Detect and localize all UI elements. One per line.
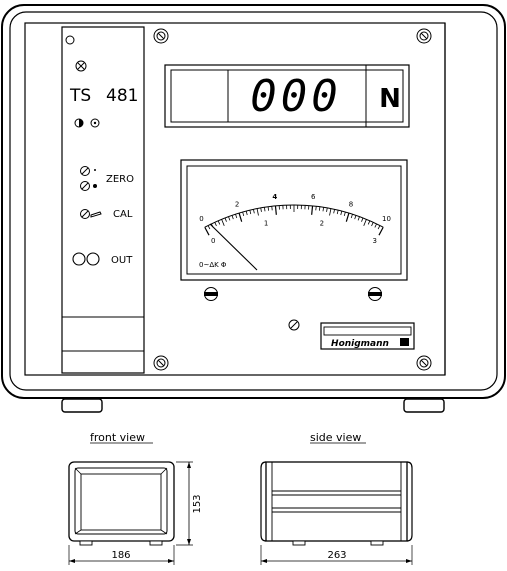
scale-tick <box>327 208 328 212</box>
scale-tick <box>372 222 374 226</box>
front-width-dimension: 186 <box>111 550 130 561</box>
front-view: front view 153 186 <box>69 431 203 565</box>
scale-tick <box>229 217 230 221</box>
scale-tick <box>205 227 209 235</box>
scale-label-lower: 3 <box>373 237 377 245</box>
screw-icon <box>154 29 168 43</box>
scale-tick <box>358 217 359 221</box>
scale-tick <box>275 206 276 215</box>
scale-tick <box>222 219 225 225</box>
scale-tick <box>257 209 258 216</box>
side-width-dimension: 263 <box>327 550 346 561</box>
scale-tick <box>379 227 383 235</box>
module-release-screw-icon <box>66 36 74 44</box>
model-prefix: TS <box>69 86 91 106</box>
scale-tick <box>261 208 262 212</box>
scale-tick <box>362 218 363 222</box>
brand-name: Honigmann <box>331 339 389 349</box>
zero-trimmer-coarse[interactable] <box>81 182 90 191</box>
output-sockets[interactable] <box>73 253 99 265</box>
meter-marking: 0~ΔK Φ <box>199 261 227 269</box>
zero-label: ZERO <box>106 174 134 185</box>
scale-tick <box>208 226 210 230</box>
brand-plate: Honigmann <box>321 323 414 349</box>
scale-label-upper: 10 <box>382 215 391 223</box>
scale-tick <box>215 222 217 226</box>
scale-tick <box>246 211 247 215</box>
side-view-label: side view <box>310 431 361 444</box>
scale-label-upper: 6 <box>311 193 316 201</box>
screw-icon <box>417 29 431 43</box>
front-view-label: front view <box>90 431 145 444</box>
zero-indicator-dot-small <box>94 169 96 171</box>
side-view: side view 263 <box>261 431 412 565</box>
scale-tick <box>364 219 367 225</box>
cal-label: CAL <box>113 209 133 220</box>
display-digits: 000 <box>250 71 341 122</box>
instrument-housing <box>2 5 505 398</box>
scale-tick <box>334 209 335 213</box>
scale-tick <box>218 221 220 225</box>
scale-label-lower: 1 <box>264 219 268 227</box>
out-label: OUT <box>111 255 133 266</box>
display-unit: N <box>379 84 401 114</box>
zero-trimmer-fine[interactable] <box>81 167 90 176</box>
scale-label-upper: 0 <box>199 215 203 223</box>
cal-trimmer[interactable] <box>81 210 102 219</box>
analog-meter: 0 2 4 6 8 10 0 1 2 3 0~ΔK Φ <box>181 160 407 280</box>
scale-label-upper: 8 <box>349 200 353 208</box>
scale-tick <box>355 215 356 219</box>
scale-tick <box>264 207 265 211</box>
scale-tick <box>250 210 251 214</box>
scale-tick <box>346 213 349 222</box>
scale-tick <box>243 212 244 216</box>
status-leds <box>75 119 99 127</box>
meter-scale: 0 2 4 6 8 10 0 1 2 3 <box>199 193 391 245</box>
scale-tick <box>375 224 377 228</box>
scale-tick <box>351 214 352 218</box>
scale-tick <box>368 221 370 225</box>
zero-indicator-dot <box>93 184 97 188</box>
front-height-dimension: 153 <box>192 494 203 513</box>
cross-screw-icon <box>76 61 86 71</box>
screw-icon <box>417 356 431 370</box>
scale-tick <box>239 213 242 222</box>
scale-label-upper: 4 <box>272 193 277 201</box>
scale-tick <box>253 209 254 213</box>
model-number: 481 <box>106 86 138 106</box>
scale-tick <box>268 207 269 211</box>
scale-tick <box>225 218 226 222</box>
scale-tick <box>236 214 237 218</box>
scale-tick <box>337 210 338 214</box>
screw-icon <box>154 356 168 370</box>
scale-tick <box>344 212 345 216</box>
scale-label-lower: 0 <box>211 237 215 245</box>
scale-tick <box>323 207 324 211</box>
digital-display: 000 N <box>165 65 409 127</box>
scale-tick <box>319 207 320 211</box>
scale-label-upper: 2 <box>235 200 239 208</box>
scale-label-lower: 2 <box>320 219 324 227</box>
scale-tick <box>378 226 380 230</box>
center-screw-icon <box>289 320 299 330</box>
housing-feet <box>62 399 444 412</box>
slot-screw-icon <box>369 288 382 301</box>
scale-tick <box>232 215 233 219</box>
plugin-module-panel: TS 481 ZERO CAL OUT <box>62 27 144 373</box>
slot-screw-icon <box>205 288 218 301</box>
scale-tick <box>312 206 313 215</box>
meter-adjust-screws[interactable] <box>205 288 382 301</box>
scale-tick <box>330 209 331 216</box>
scale-tick <box>341 211 342 215</box>
